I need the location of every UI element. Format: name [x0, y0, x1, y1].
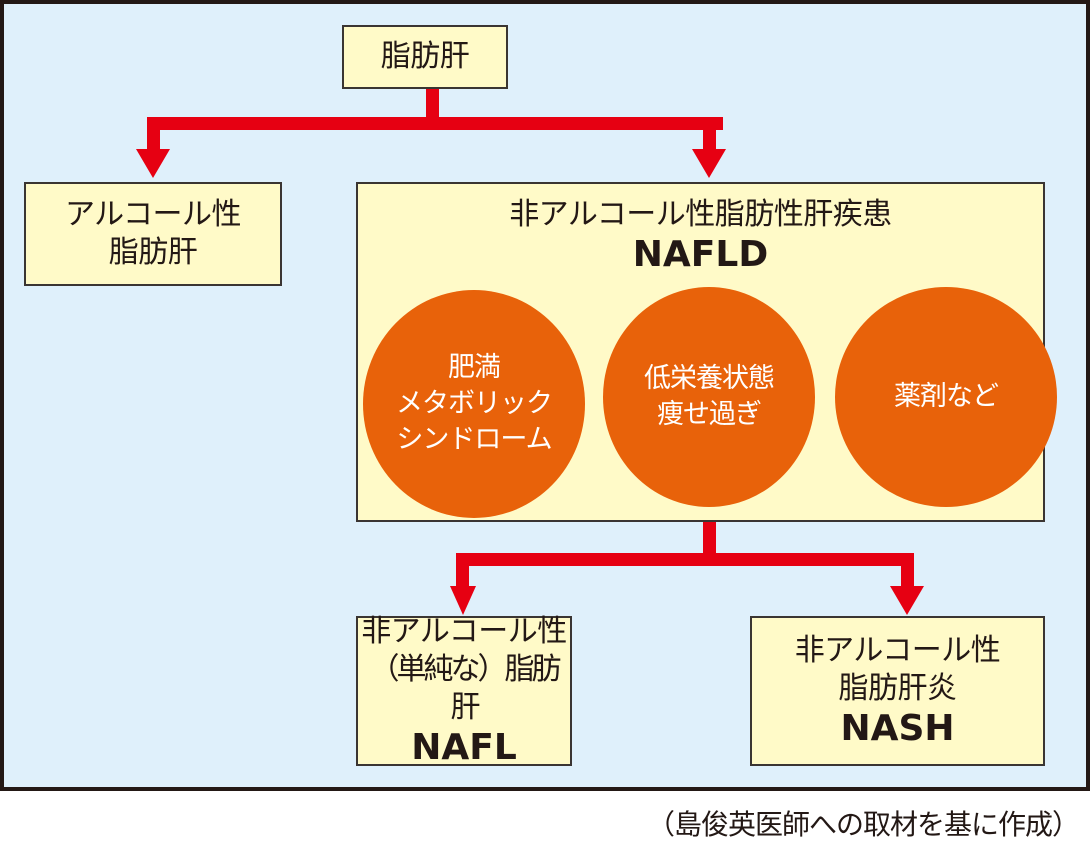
- root-box-fatty-liver: 脂肪肝: [342, 25, 508, 89]
- nash-label-line-2: 脂肪肝炎: [838, 671, 958, 706]
- connector-nash-stem: [901, 553, 914, 588]
- nash-abbr: NASH: [840, 708, 955, 749]
- root-label: 脂肪肝: [380, 39, 470, 74]
- arrow-to-nash: [890, 586, 924, 615]
- alcoholic-label-line-1: アルコール性: [64, 197, 242, 232]
- nafld-title: 非アルコール性脂肪性肝疾患: [509, 197, 892, 232]
- connector-nafld-stem: [703, 521, 716, 563]
- connector-right-stem: [703, 117, 716, 153]
- cause-1-line-1: 肥満: [448, 352, 501, 383]
- cause-2-line-1: 低栄養状態: [644, 363, 775, 394]
- nafl-label-line-2: （単純な）脂肪肝: [369, 652, 562, 725]
- nash-box: 非アルコール性 脂肪肝炎 NASH: [750, 616, 1045, 766]
- arrow-to-alcoholic: [136, 149, 170, 178]
- cause-1-line-2: メタボリック: [396, 388, 553, 419]
- cause-circle-obesity: 肥満 メタボリック シンドローム: [363, 290, 585, 518]
- alcoholic-label-line-2: 脂肪肝: [108, 235, 198, 270]
- cause-3-line-1: 薬剤など: [894, 381, 999, 412]
- nafl-label-line-1: 非アルコール性: [361, 614, 567, 649]
- nafl-abbr: NAFL: [411, 727, 517, 768]
- nafl-box: 非アルコール性 （単純な）脂肪肝 NAFL: [356, 614, 572, 768]
- cause-circle-malnutrition: 低栄養状態 痩せ過ぎ: [603, 287, 815, 507]
- connector-root-horizontal: [147, 117, 723, 130]
- source-note: （島俊英医師への取材を基に作成）: [646, 808, 1080, 841]
- arrow-to-nafl: [450, 586, 476, 615]
- nash-label-line-1: 非アルコール性: [794, 633, 1001, 668]
- arrow-to-nafld: [692, 149, 726, 178]
- connector-root-stem: [426, 88, 439, 125]
- connector-nafld-horizontal: [456, 553, 914, 566]
- connector-nafl-stem: [456, 553, 469, 588]
- cause-2-line-2: 痩せ過ぎ: [657, 399, 762, 430]
- connector-left-stem: [147, 117, 160, 153]
- cause-1-line-3: シンドローム: [396, 424, 552, 455]
- cause-circle-drugs: 薬剤など: [835, 287, 1057, 507]
- alcoholic-fatty-liver-box: アルコール性 脂肪肝: [24, 182, 282, 286]
- nafld-abbr: NAFLD: [632, 234, 769, 275]
